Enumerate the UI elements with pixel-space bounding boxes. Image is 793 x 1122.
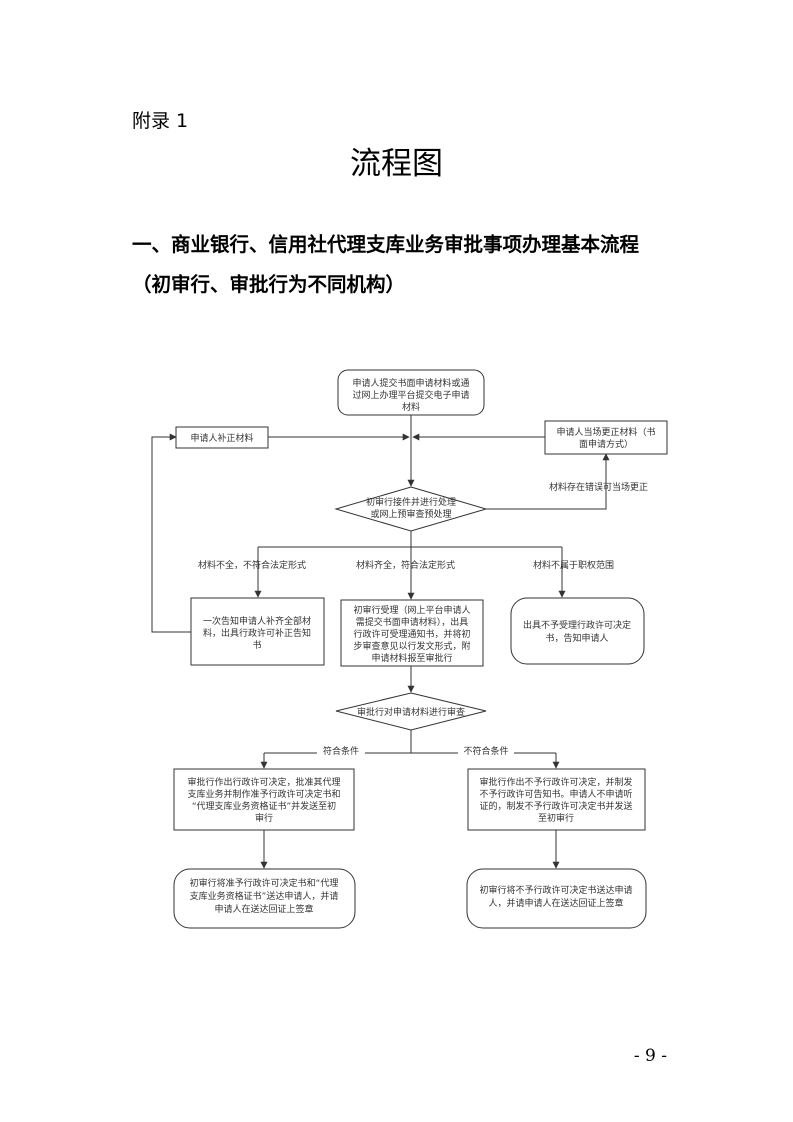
approve-deliver-line-1: 初审行将准予行政许可决定书和“代理 xyxy=(190,877,339,889)
deny-box-line-2: 不予行政许可告知书。申请人不申请听 xyxy=(479,788,632,800)
review-diamond-label: 审批行对申请材料进行审查 xyxy=(357,706,465,718)
precheck-line-2: 或网上预审查预处理 xyxy=(370,508,451,520)
deny-box: 审批行作出不予行政许可决定，并制发 不予行政许可告知书。申请人不申请听 证的，制… xyxy=(467,768,646,831)
appendix-label: 附录 1 xyxy=(132,110,189,132)
approve-box-line-4: 审行 xyxy=(255,812,273,824)
accept-box-line-5: 申请材料报至审批行 xyxy=(371,652,452,664)
notify-box-line-1: 一次告知申请人补齐全部材 xyxy=(203,615,311,627)
not-meets-label-group: 不符合条件 xyxy=(458,745,514,757)
precheck-diamond: 初审行接件并进行处理 或网上预审查预处理 xyxy=(334,486,488,532)
start-box-line-2: 过网上办理平台提交电子申请 xyxy=(352,389,469,401)
accept-box-line-1: 初审行受理（网上平台申请人 xyxy=(353,604,470,616)
correction-box-line-1: 申请人当场更正材料（书 xyxy=(556,426,655,438)
start-box: 申请人提交书面申请材料或通 过网上办理平台提交电子申请 材料 xyxy=(337,369,485,416)
section-heading: 一、商业银行、信用社代理支库业务审批事项办理基本流程 xyxy=(132,233,640,256)
deny-deliver-box: 初审行将不予行政许可决定书送达申请 人，并请申请人在送达回证上签章 xyxy=(466,868,647,929)
page-number: - 9 - xyxy=(633,1046,667,1066)
notify-box-line-2: 料，出具行政许可补正告知 xyxy=(203,627,311,639)
section-subheading: （初审行、审批行为不同机构） xyxy=(132,273,406,296)
supplement-box: 申请人补正材料 xyxy=(175,426,269,449)
deny-deliver-line-1: 初审行将不予行政许可决定书送达申请 xyxy=(479,884,632,896)
approve-box-line-3: “代理支库业务资格证书”并发送至初 xyxy=(192,800,336,812)
arrow-notify-to-supplement xyxy=(151,433,191,633)
deny-box-line-4: 至初审行 xyxy=(538,812,574,824)
onsite-correction-label: 材料存在错误可当场更正 xyxy=(549,481,648,493)
start-box-line-3: 材料 xyxy=(402,401,420,413)
correction-box-line-2: 面申请方式） xyxy=(579,438,633,450)
notify-box: 一次告知申请人补齐全部材 料，出具行政许可补正告知 书 xyxy=(190,597,325,666)
approve-box-line-1: 审批行作出行政许可决定，批准其代理 xyxy=(187,776,340,788)
deny-box-line-3: 证的，制发不予行政许可决定书并发送 xyxy=(479,800,632,812)
supplement-box-label: 申请人补正材料 xyxy=(190,432,253,444)
approve-deliver-line-2: 支库业务资格证书”送达申请人，并请 xyxy=(190,890,339,902)
approve-box: 审批行作出行政许可决定，批准其代理 支库业务并制作准予行政许可决定书和 “代理支… xyxy=(173,768,355,831)
page-title: 流程图 xyxy=(350,146,443,182)
approve-box-line-2: 支库业务并制作准予行政许可决定书和 xyxy=(187,788,340,800)
notify-box-line-3: 书 xyxy=(252,640,261,651)
precheck-line-1: 初审行接件并进行处理 xyxy=(366,496,456,508)
arrow-precheck-to-correction xyxy=(486,453,610,510)
accept-box-line-3: 行政许可受理通知书，并将初 xyxy=(353,628,470,640)
reject-box-line-2: 书，告知申请人 xyxy=(545,632,608,644)
reject-box: 出具不予受理行政许可决定 书，告知申请人 xyxy=(510,597,645,665)
accept-box-line-2: 需提交书面申请材料），出具 xyxy=(356,616,469,628)
out-of-scope-label: 材料不属于职权范围 xyxy=(533,559,614,571)
deny-box-line-1: 审批行作出不予行政许可决定，并制发 xyxy=(479,776,632,788)
onsite-correction-box: 申请人当场更正材料（书 面申请方式） xyxy=(544,420,668,455)
accept-box: 初审行受理（网上平台申请人 需提交书面申请材料），出具 行政许可受理通知书，并将… xyxy=(340,599,484,667)
start-box-line-1: 申请人提交书面申请材料或通 xyxy=(352,377,469,389)
meets-condition-label: 符合条件 xyxy=(323,745,359,757)
meets-label-group: 符合条件 xyxy=(317,745,365,757)
complete-label: 材料齐全，符合法定形式 xyxy=(356,559,455,571)
reject-box-line-1: 出具不予受理行政许可决定 xyxy=(523,619,631,631)
review-diamond: 审批行对申请材料进行审查 xyxy=(335,692,487,731)
not-meets-condition-label: 不符合条件 xyxy=(463,745,508,757)
approve-deliver-box: 初审行将准予行政许可决定书和“代理 支库业务资格证书”送达申请人，并请 申请人在… xyxy=(173,868,356,929)
accept-box-line-4: 步审查意见以行发文形式，附 xyxy=(353,640,470,652)
incomplete-label: 材料不全，不符合法定形式 xyxy=(198,559,306,571)
deny-deliver-line-2: 人，并请申请人在送达回证上签章 xyxy=(488,897,623,909)
approve-deliver-line-3: 申请人在送达回证上签章 xyxy=(214,903,313,915)
